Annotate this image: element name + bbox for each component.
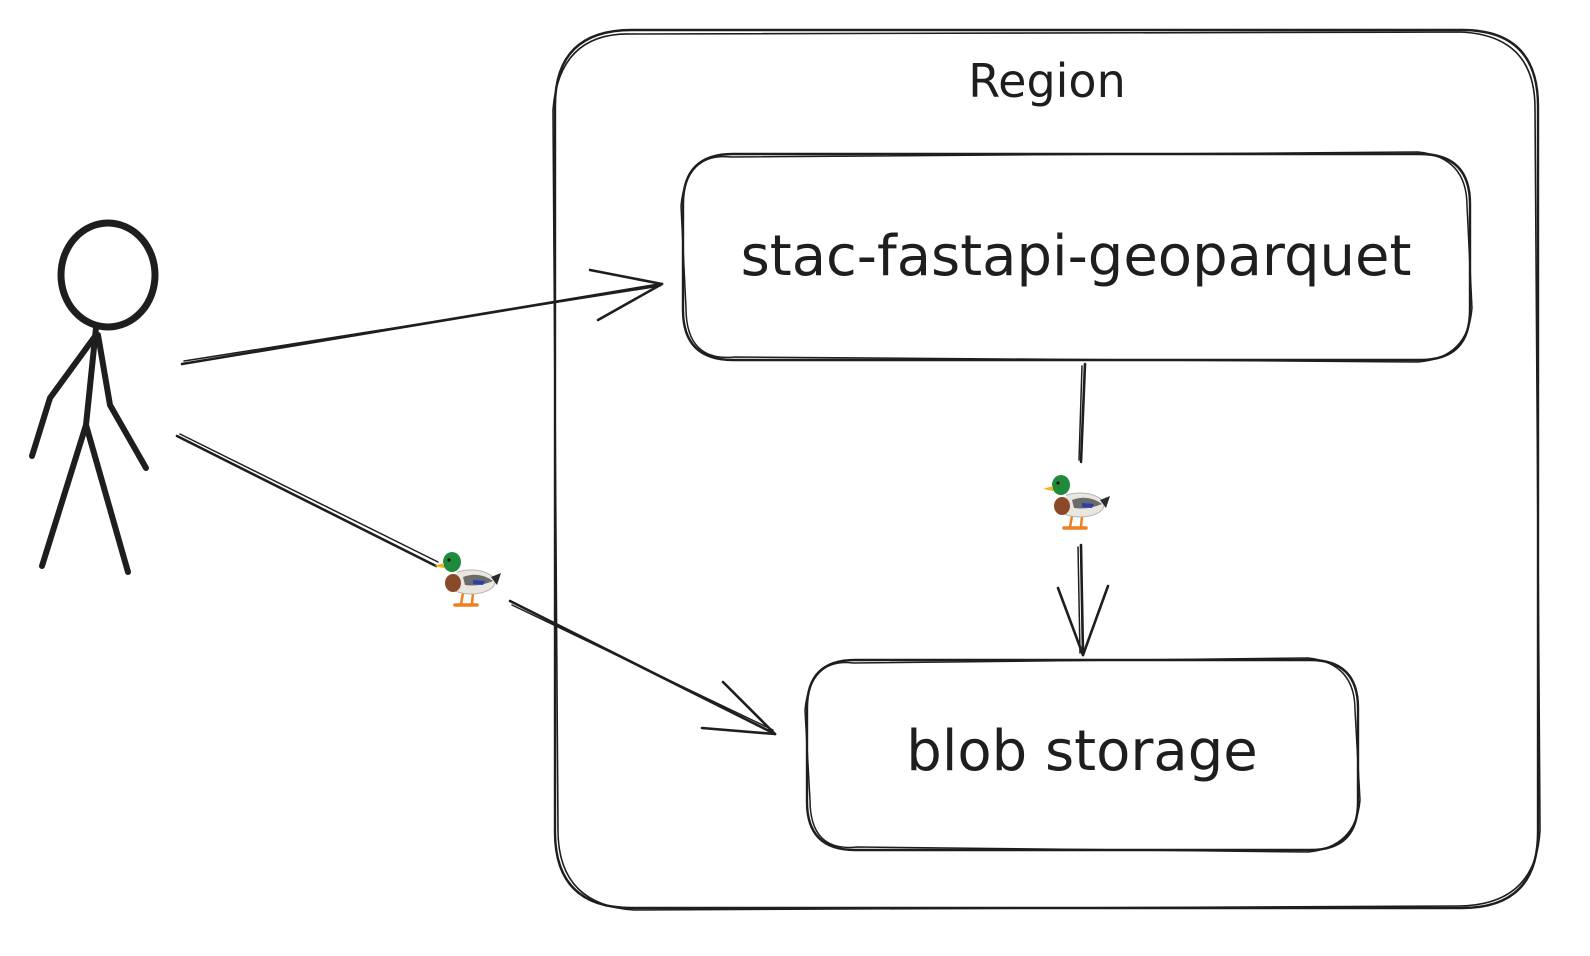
blob-storage-label: blob storage <box>906 719 1257 784</box>
region-container: Region <box>552 28 1541 911</box>
region-label: Region <box>968 54 1125 108</box>
duck-icon <box>1041 473 1112 530</box>
api-node-label: stac-fastapi-geoparquet <box>741 224 1412 289</box>
blob-storage-node[interactable]: blob storage <box>804 657 1361 853</box>
stick-figure-user-icon <box>29 219 159 575</box>
duck-icon <box>432 550 503 607</box>
arrow-user-to-storage <box>175 433 777 736</box>
arrow-api-to-storage <box>1041 362 1112 657</box>
arrow-user-to-api <box>180 268 664 366</box>
api-node[interactable]: stac-fastapi-geoparquet <box>680 151 1473 363</box>
